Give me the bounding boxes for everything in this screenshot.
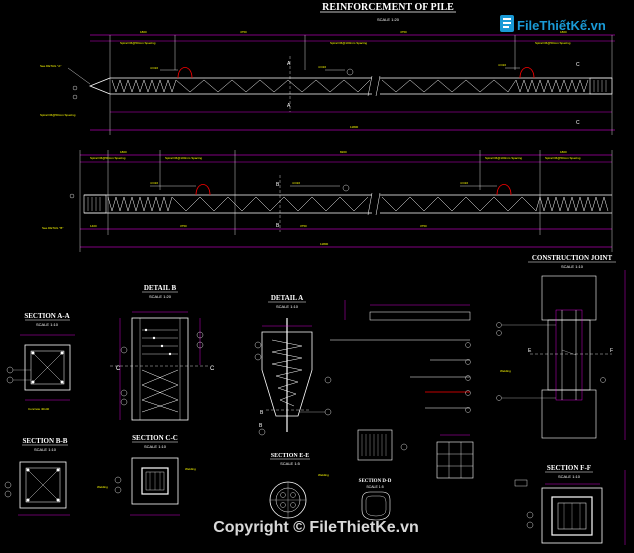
section-dd-scale: SCALE 1:5 [366,485,383,489]
section-ee-title: SECTION E-E [271,453,310,459]
section-dd-title: SECTION D-D [359,479,392,484]
svg-text:See DETAIL "B": See DETAIL "B" [42,226,63,230]
end-plate-details [330,300,471,413]
svg-text:11800: 11800 [350,125,358,129]
svg-text:1800: 1800 [560,150,567,154]
section-aa-title: SECTION A-A [24,312,69,320]
section-aa: SECTION A-A SCALE 1:10 Concrete 40x40 [6,312,75,411]
svg-text:4750: 4750 [400,30,407,34]
section-ff-title: SECTION F-F [547,464,591,472]
section-tag-b-top: B [276,182,280,188]
section-bb: SECTION B-B SCALE 1:10 [4,437,70,516]
section-tag-e: E [528,348,532,354]
svg-text:Welding: Welding [185,467,196,471]
section-tag-c-left: C [116,366,121,372]
svg-text:3750: 3750 [180,224,187,228]
section-cc: SECTION C-C SCALE 1:10 Welding Welding [97,434,196,516]
pile-elevation-lower: 1800 8200 1800 Spiral D6@50mm Spacing Sp… [42,150,613,252]
svg-text:Welding: Welding [500,369,511,373]
section-tag-b-detail-left: B [260,410,264,416]
svg-text:Welding: Welding [318,473,329,477]
detail-a: DETAIL A SCALE 1:10 B B [254,294,332,436]
svg-text:Spiral D6@50mm Spacing: Spiral D6@50mm Spacing [40,113,76,117]
svg-text:Spiral D6@100mm Spacing: Spiral D6@100mm Spacing [485,156,522,160]
svg-text:Spiral D6@50mm Spacing: Spiral D6@50mm Spacing [535,41,571,45]
construction-joint-scale: SCALE 1:10 [561,264,584,269]
section-bb-title: SECTION B-B [23,437,68,445]
logo-brand-text: FileThiếtKế.vn [517,18,606,33]
svg-text:Spiral D6@100mm Spacing: Spiral D6@100mm Spacing [165,156,202,160]
svg-text:Concrete 40x40: Concrete 40x40 [28,407,50,411]
detail-b: DETAIL B SCALE 1:20 C C [110,284,215,421]
section-tag-c-right: C [210,366,215,372]
drawing-title: REINFORCEMENT OF PILE [322,2,454,13]
section-tag-b-bottom: B [276,223,280,229]
section-tag-f: F [610,348,613,354]
site-logo: FileThiếtKế.vn [500,15,606,33]
svg-text:1800: 1800 [120,150,127,154]
section-bb-scale: SCALE 1:10 [34,447,57,452]
svg-text:11800: 11800 [320,242,328,246]
svg-text:Spiral D6@50mm Spacing: Spiral D6@50mm Spacing [120,41,156,45]
section-tag-c-top: C [576,62,580,68]
file-icon [500,15,514,32]
pile-elevation-upper: 1800 4750 4750 1800 11800 Spiral D6@50mm… [40,30,615,135]
section-ee-scale: SCALE 1:5 [280,461,301,466]
svg-text:3750: 3750 [420,224,427,228]
svg-text:4 D16: 4 D16 [498,63,506,67]
section-ff-scale: SCALE 1:10 [558,474,581,479]
section-tag-c-bottom: C [576,120,580,126]
section-tag-a-bottom: A [287,103,291,109]
section-cc-scale: SCALE 1:10 [144,444,167,449]
svg-text:3750: 3750 [300,224,307,228]
section-ff: SECTION F-F SCALE 1:10 [514,464,626,545]
svg-text:Spiral D6@50mm Spacing: Spiral D6@50mm Spacing [545,156,581,160]
detail-a-title: DETAIL A [271,294,303,302]
detail-b-scale: SCALE 1:20 [149,294,172,299]
section-cc-title: SECTION C-C [132,434,178,442]
detail-b-title: DETAIL B [144,284,177,292]
svg-text:Spiral D6@50mm Spacing: Spiral D6@50mm Spacing [90,156,126,160]
svg-text:1800: 1800 [140,30,147,34]
drawing-title-scale: SCALE 1:20 [377,17,400,22]
section-tag-b-detail-leftlow: B [259,423,263,429]
svg-text:4 D16: 4 D16 [150,66,158,70]
copyright-watermark: Copyright © FileThietKe.vn [213,519,419,536]
svg-text:4 D16: 4 D16 [150,181,158,185]
svg-text:4 D16: 4 D16 [460,181,468,185]
section-ee: SECTION E-E SCALE 1:5 Welding [269,453,329,519]
construction-joint-title: CONSTRUCTION JOINT [532,254,613,262]
end-plate-grid [436,434,474,479]
construction-joint: CONSTRUCTION JOINT SCALE 1:10 E F Weldin… [496,254,626,440]
section-dd: SECTION D-D SCALE 1:5 [357,429,408,521]
svg-text:1800: 1800 [560,30,567,34]
section-tag-a-top: A [287,61,291,67]
svg-text:4 D16: 4 D16 [292,181,300,185]
section-aa-scale: SCALE 1:10 [36,322,59,327]
svg-text:See DETAIL "A": See DETAIL "A" [40,64,61,68]
detail-a-scale: SCALE 1:10 [276,304,299,309]
svg-text:Spiral D6@100mm Spacing: Spiral D6@100mm Spacing [330,41,367,45]
svg-text:Welding: Welding [97,485,108,489]
svg-text:8200: 8200 [340,150,347,154]
svg-text:1400: 1400 [90,224,97,228]
svg-text:4 D16: 4 D16 [318,65,326,69]
svg-text:4750: 4750 [240,30,247,34]
